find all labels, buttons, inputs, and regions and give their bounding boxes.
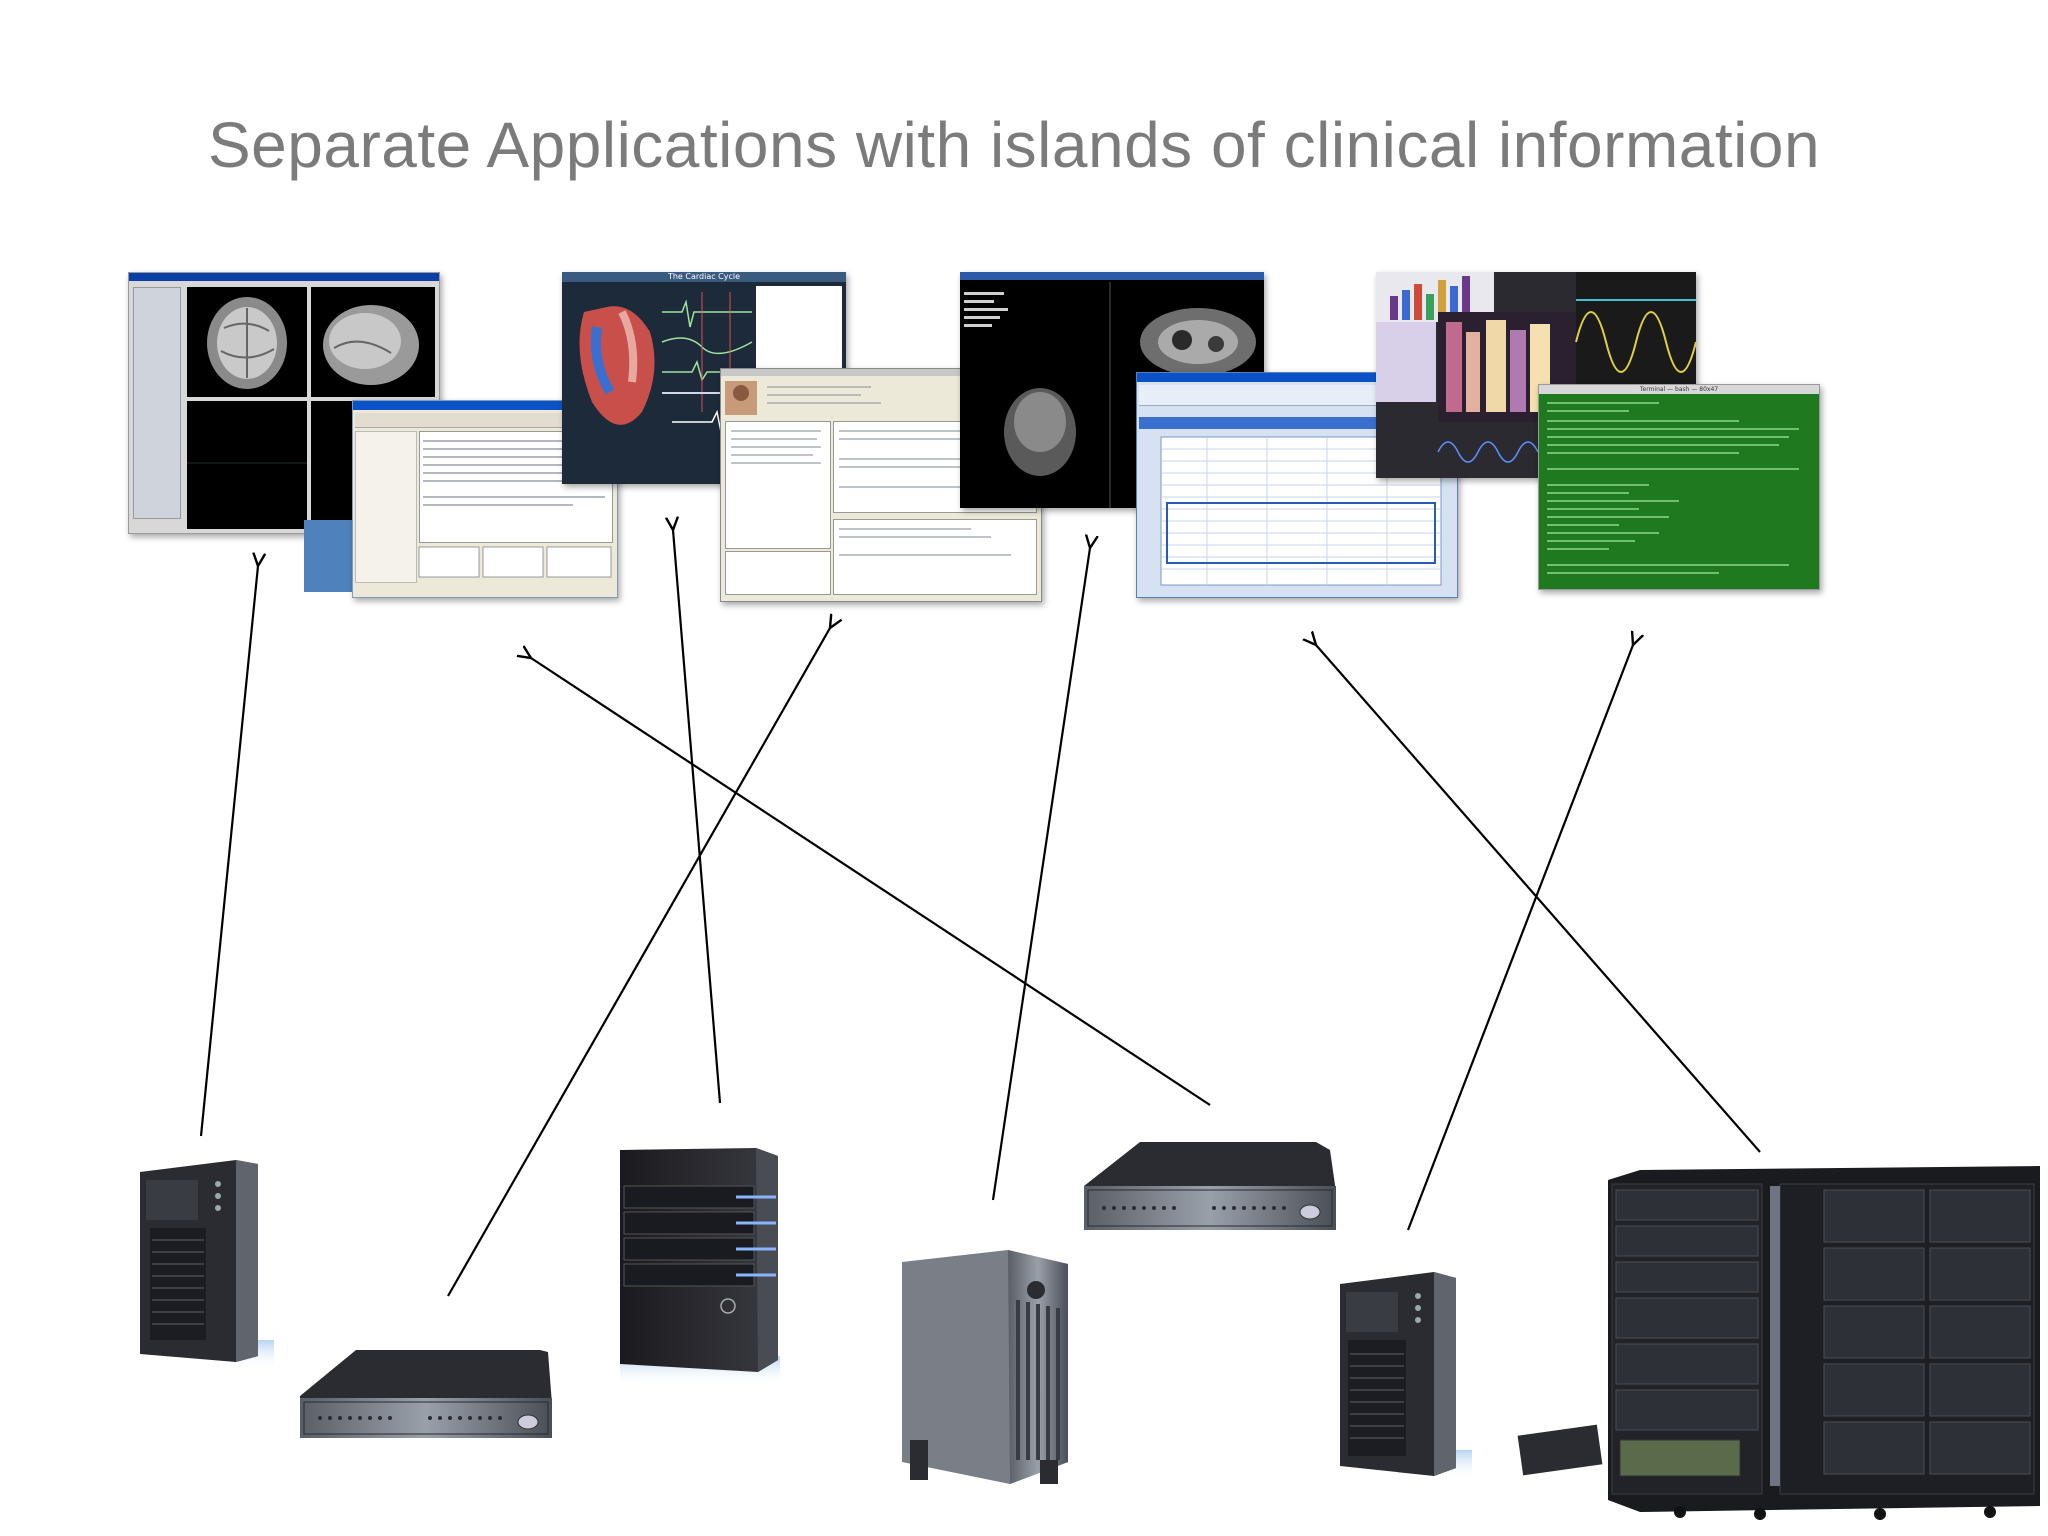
tower-server-small-right (1340, 1272, 1472, 1480)
brain-mri-icon (187, 297, 439, 509)
tower-server-small-left (140, 1160, 274, 1370)
arrow-tower-right-to-terminal (1406, 645, 1633, 1231)
cardiac-window-title: The Cardiac Cycle (667, 272, 741, 281)
data-table-screenshot (1136, 372, 1458, 598)
text-editor-screenshot (352, 400, 618, 598)
arrow-rack-left-to-record (447, 628, 830, 1297)
blue-accent-box (304, 520, 360, 592)
hp-media-server (620, 1148, 780, 1386)
terminal-window-title: Terminal — bash — 80x47 (1639, 386, 1719, 393)
large-cabinet-server (1517, 1166, 2040, 1520)
rack-server-left (300, 1350, 552, 1438)
patient-record-icon (731, 385, 1031, 556)
arrow-dell-to-ct (991, 548, 1090, 1201)
terminal-icon (1547, 402, 1799, 574)
document-window-icon (418, 440, 612, 578)
slide-title: Separate Applications with islands of cl… (207, 109, 1821, 181)
terminal-screenshot: Terminal — bash — 80x47 (1538, 384, 1820, 590)
ct-scan-icon (964, 282, 1256, 508)
rack-server-right (1084, 1142, 1336, 1230)
arrow-rack-right-to-editor (531, 658, 1211, 1106)
arrow-hp-to-cardiac (673, 530, 722, 1104)
arrow-tower-left-to-mri (199, 566, 258, 1137)
dell-tower-server (902, 1250, 1068, 1484)
arrow-cabinet-to-table (1316, 645, 1761, 1153)
